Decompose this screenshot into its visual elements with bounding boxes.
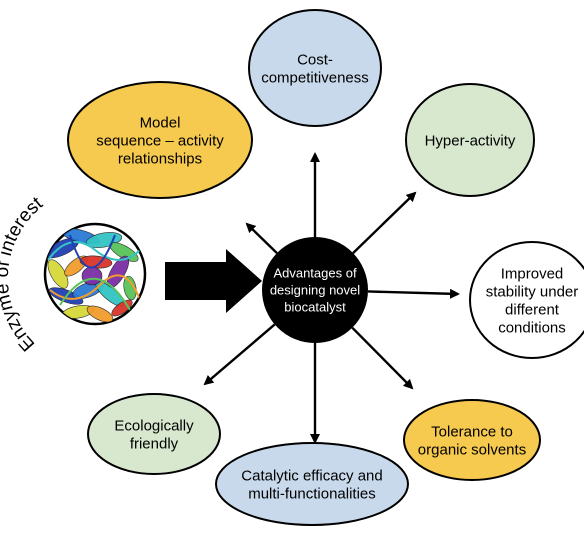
center-label-line: biocatalyst — [284, 300, 346, 315]
node-model-label-line: relationships — [118, 150, 202, 167]
node-stability-label-line: conditions — [498, 319, 566, 336]
node-stability-label-line: different — [505, 301, 560, 318]
node-stability-label-line: stability under — [486, 283, 579, 300]
node-eco-label-line: friendly — [130, 435, 179, 452]
node-hyper-shape — [405, 83, 535, 197]
arrow-to-eco — [203, 323, 276, 386]
node-hyper: Hyper-activity — [405, 83, 535, 197]
center-label-line: Advantages of — [273, 266, 357, 281]
node-eco-label-line: Ecologically — [114, 417, 194, 434]
arrow-to-stability — [367, 288, 460, 299]
node-catalytic-shape — [215, 442, 409, 526]
node-hyper-label-line: Hyper-activity — [425, 132, 516, 149]
node-tolerance-label-line: organic solvents — [418, 441, 526, 458]
node-eco-shape — [87, 393, 221, 475]
node-model-label-line: sequence – activity — [96, 132, 224, 149]
arrows-layer — [203, 152, 460, 444]
input-layer: Enzyme of interest — [0, 193, 262, 356]
node-stability-label-line: Improved — [501, 265, 564, 282]
node-cost-label-line: competitiveness — [261, 69, 369, 86]
node-tolerance-shape — [403, 399, 541, 481]
center-node: Advantages of designing novel biocatalyst — [262, 237, 368, 343]
nodes-layer: Cost-competitivenessHyper-activityImprov… — [67, 9, 584, 526]
enzyme-structure-image — [43, 222, 147, 326]
node-stability-shape — [469, 241, 584, 359]
node-cost-label-line: Cost- — [297, 51, 333, 68]
node-cost: Cost-competitiveness — [248, 9, 382, 127]
node-cost-shape — [248, 9, 382, 127]
node-tolerance-label-line: Tolerance to — [431, 423, 513, 440]
node-catalytic-label-line: Catalytic efficacy and — [241, 467, 382, 484]
node-model-label-line: Model — [140, 114, 181, 131]
enzyme-of-interest-label: Enzyme of interest — [0, 193, 47, 356]
arrow-to-tolerance — [351, 326, 414, 390]
node-catalytic-label-line: multi-functionalities — [248, 485, 376, 502]
center-node-shape — [262, 237, 368, 343]
node-model-shape — [67, 81, 253, 199]
arrow-to-hyper — [352, 191, 417, 254]
center-label-line: designing novel — [270, 283, 360, 298]
node-catalytic: Catalytic efficacy andmulti-functionalit… — [215, 442, 409, 526]
input-arrow — [165, 249, 262, 313]
arrow-to-model — [245, 222, 278, 254]
